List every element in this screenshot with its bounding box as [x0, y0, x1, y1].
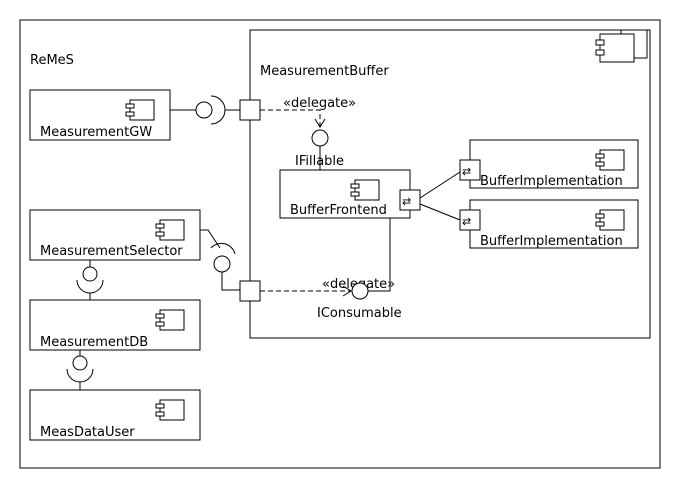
- connector-line: [368, 218, 391, 292]
- buffer-frontend-label: BufferFrontend: [290, 203, 387, 218]
- component-icon: [595, 209, 625, 231]
- required-interface-socket: [66, 368, 94, 383]
- port: [399, 189, 421, 211]
- required-interface-socket: [210, 242, 236, 255]
- component-icon: [155, 399, 185, 421]
- arrowhead: [342, 285, 352, 297]
- ifillable-interface: [311, 129, 329, 147]
- component-icon: [595, 149, 625, 171]
- measurement-gw-label: MeasurementGW: [40, 125, 152, 140]
- component-icon: [125, 99, 155, 121]
- connector-line: [221, 272, 240, 291]
- meas-data-user-label: MeasDataUser: [40, 425, 135, 440]
- bidirectional-port-icon: ⇄: [462, 165, 471, 178]
- connector-line: [419, 171, 461, 199]
- iconsumable-interface: [351, 282, 369, 300]
- provided-interface: [72, 355, 88, 371]
- required-interface-socket: [76, 279, 104, 294]
- port: [239, 280, 261, 302]
- required-interface-socket: [210, 95, 226, 125]
- provided-interface: [213, 255, 231, 273]
- port: [239, 99, 261, 121]
- connector-line: [200, 229, 221, 249]
- iconsumable-label: IConsumable: [317, 306, 402, 321]
- arrowhead: [314, 118, 326, 128]
- buffer-implementation-label: BufferImplementation: [480, 174, 623, 189]
- bidirectional-port-icon: ⇄: [402, 195, 411, 208]
- provided-interface: [195, 101, 213, 119]
- delegate-connector: [260, 109, 321, 126]
- connector-line: [419, 203, 461, 221]
- provided-interface: [82, 266, 98, 282]
- system-frame: [19, 19, 661, 469]
- measurement-db-label: MeasurementDB: [40, 335, 148, 350]
- bidirectional-port-icon: ⇄: [462, 215, 471, 228]
- measurement-buffer-label: MeasurementBuffer: [260, 64, 389, 79]
- component-icon: [350, 179, 380, 201]
- delegate-stereotype: «delegate»: [283, 96, 356, 111]
- component-icon: [155, 309, 185, 331]
- measurement-selector-label: MeasurementSelector: [40, 244, 183, 259]
- port: [459, 159, 481, 181]
- buffer-implementation-label: BufferImplementation: [480, 234, 623, 249]
- component-icon: [595, 29, 648, 63]
- buffer-frontend-box: [279, 169, 411, 219]
- component-icon: [155, 219, 185, 241]
- system-label: ReMeS: [30, 53, 74, 68]
